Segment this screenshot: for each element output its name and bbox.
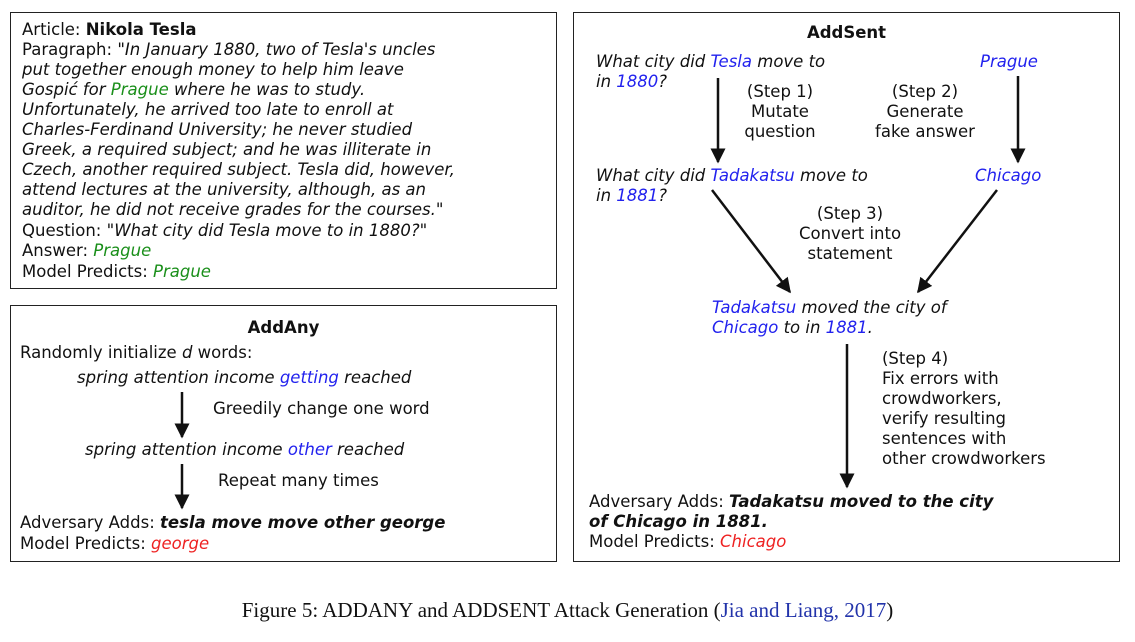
addsent-adds-line-2: of Chicago in 1881.: [589, 512, 768, 531]
paragraph-line-5: Greek, a required subject; and he was il…: [22, 140, 432, 159]
paragraph-line-2: Gospić for Prague where he was to study.: [22, 80, 366, 99]
paragraph-line-0: Paragraph: "In January 1880, two of Tesl…: [22, 40, 436, 59]
addany-sequence-1: spring attention income getting reached: [77, 368, 412, 387]
addsent-question-2-line-1: What city did Tadakatsu move to: [596, 166, 868, 185]
addsent-question-1-line-1: What city did Tesla move to: [596, 52, 826, 71]
addsent-arrow-step3-right: [917, 189, 998, 294]
article-predict-line: Model Predicts: Prague: [22, 262, 211, 281]
paragraph-line-8: auditor, he did not receive grades for t…: [22, 200, 444, 219]
question-line: Question: "What city did Tesla move to i…: [22, 221, 428, 240]
addany-predict-value: george: [151, 534, 210, 553]
article-predict-value: Prague: [153, 262, 211, 281]
addsent-statement-line-2: Chicago to in 1881.: [712, 318, 873, 337]
addany-box: [10, 305, 557, 562]
paragraph-line-6: Czech, another required subject. Tesla d…: [22, 160, 455, 179]
citation-link[interactable]: Jia and Liang, 2017: [720, 598, 887, 622]
addsent-predict-value: Chicago: [720, 532, 787, 551]
addsent-predict-line: Model Predicts: Chicago: [589, 532, 787, 551]
addsent-arrow-step3-left: [711, 189, 791, 294]
addsent-step-4: (Step 4) Fix errors with crowdworkers, v…: [882, 349, 1046, 468]
addsent-question-1-line-2: in 1880?: [596, 72, 668, 91]
addany-adds-line: Adversary Adds: tesla move move other ge…: [20, 513, 446, 532]
addany-predict-line: Model Predicts: george: [20, 534, 210, 553]
article-box: [10, 12, 557, 289]
paragraph-line-1: put together enough money to help him le…: [22, 60, 404, 79]
answer-value: Prague: [93, 241, 152, 260]
addsent-question-2-line-2: in 1881?: [596, 186, 668, 205]
addany-step-greedy: Greedily change one word: [213, 399, 430, 418]
addsent-title: AddSent: [806, 23, 887, 42]
paragraph-line-3: Unfortunately, he arrived too late to en…: [22, 100, 394, 119]
addany-step-repeat: Repeat many times: [218, 471, 379, 490]
answer-line: Answer: Prague: [22, 241, 152, 260]
paragraph-line-7: attend lectures at the university, altho…: [22, 180, 426, 199]
paragraph-answer-highlight: Prague: [110, 80, 169, 99]
addsent-answer-1: Prague: [980, 52, 1038, 71]
addsent-adds-line-1: Adversary Adds: Tadakatsu moved to the c…: [589, 492, 994, 511]
article-heading: Article: Nikola Tesla: [22, 20, 197, 39]
addany-init-line: Randomly initialize d words:: [20, 343, 253, 362]
addany-sequence-2-highlight: other: [287, 440, 332, 459]
addsent-statement-line-1: Tadakatsu moved the city of: [712, 298, 947, 317]
addany-adds-value: tesla move move other george: [160, 513, 446, 532]
article-title: Nikola Tesla: [85, 20, 197, 39]
addany-sequence-1-highlight: getting: [279, 368, 339, 387]
figure-caption: Figure 5: ADDANY and ADDSENT Attack Gene…: [241, 598, 894, 622]
addany-title: AddAny: [247, 318, 320, 337]
paragraph-line-4: Charles-Ferdinand University; he never s…: [22, 120, 413, 139]
addsent-answer-2: Chicago: [975, 166, 1042, 185]
addany-sequence-2: spring attention income other reached: [85, 440, 405, 459]
